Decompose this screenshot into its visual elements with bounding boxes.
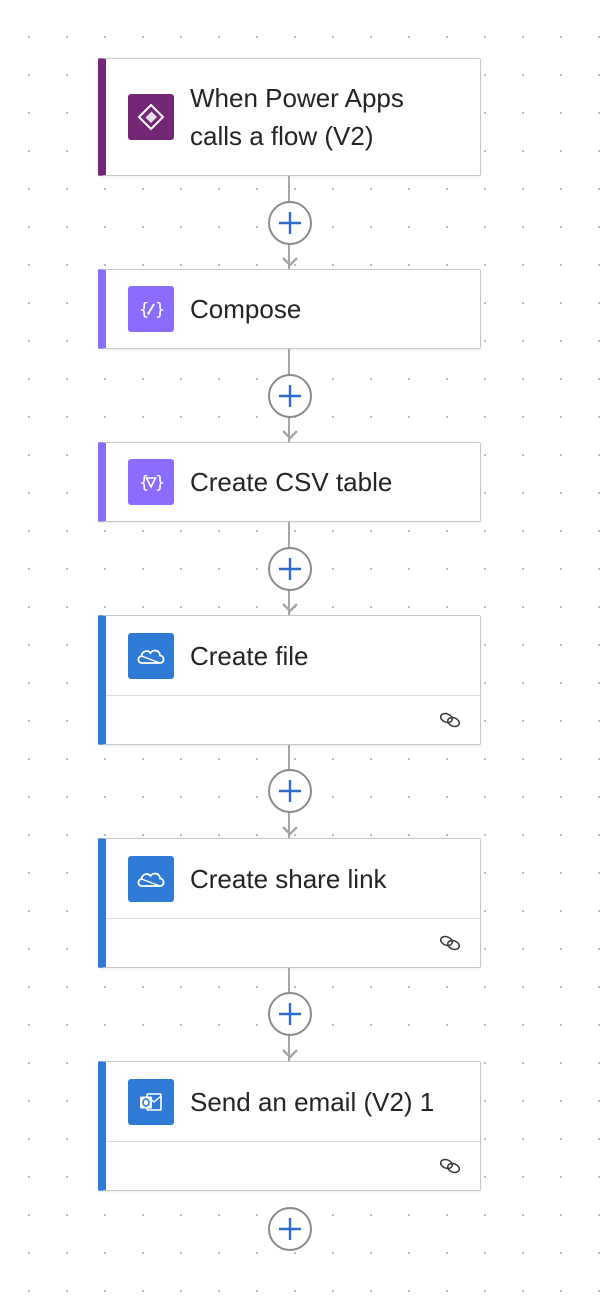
add-step-button[interactable] <box>268 769 312 813</box>
arrow-down-icon <box>282 257 298 267</box>
link-icon[interactable] <box>438 1154 462 1178</box>
onedrive-icon <box>128 855 174 902</box>
step-title: Create CSV table <box>190 467 393 497</box>
arrow-down-icon <box>282 430 298 440</box>
step-title: Send an email (V2) 1 <box>190 1086 435 1117</box>
onedrive-icon <box>128 632 174 679</box>
link-icon[interactable] <box>438 708 462 732</box>
svg-text:}: } <box>155 473 165 493</box>
step-title: Create file <box>190 640 309 671</box>
plus-icon <box>279 385 301 407</box>
action-card-compose[interactable]: { } Compose <box>98 269 481 349</box>
power-apps-icon <box>128 94 174 140</box>
trigger-card-power-apps[interactable]: When Power Apps calls a flow (V2) <box>98 58 481 176</box>
action-card-create-file[interactable]: Create file <box>98 615 481 745</box>
outlook-icon <box>128 1078 174 1125</box>
add-step-button[interactable] <box>268 992 312 1036</box>
connection-footer <box>106 918 480 966</box>
plus-icon <box>279 780 301 802</box>
link-icon[interactable] <box>438 931 462 955</box>
action-card-create-share-link[interactable]: Create share link <box>98 838 481 968</box>
action-card-send-email[interactable]: Send an email (V2) 1 <box>98 1061 481 1191</box>
data-operation-compose-icon: { } <box>128 286 174 332</box>
plus-icon <box>279 558 301 580</box>
connection-footer <box>106 1141 480 1189</box>
action-card-create-csv-table[interactable]: { } Create CSV table <box>98 442 481 522</box>
plus-icon <box>279 1218 301 1240</box>
connection-footer <box>106 695 480 743</box>
add-step-button[interactable] <box>268 547 312 591</box>
svg-text:{: { <box>139 300 149 320</box>
plus-icon <box>279 212 301 234</box>
data-operation-csv-icon: { } <box>128 459 174 505</box>
add-step-button[interactable] <box>268 1207 312 1251</box>
step-title: Create share link <box>190 863 387 894</box>
arrow-down-icon <box>282 603 298 613</box>
step-title: Compose <box>190 294 302 324</box>
svg-text:}: } <box>155 300 165 320</box>
arrow-down-icon <box>282 1049 298 1059</box>
add-step-button[interactable] <box>268 201 312 245</box>
svg-text:{: { <box>139 473 149 493</box>
arrow-down-icon <box>282 826 298 836</box>
plus-icon <box>279 1003 301 1025</box>
step-title: When Power Apps calls a flow (V2) <box>190 83 404 151</box>
add-step-button[interactable] <box>268 374 312 418</box>
